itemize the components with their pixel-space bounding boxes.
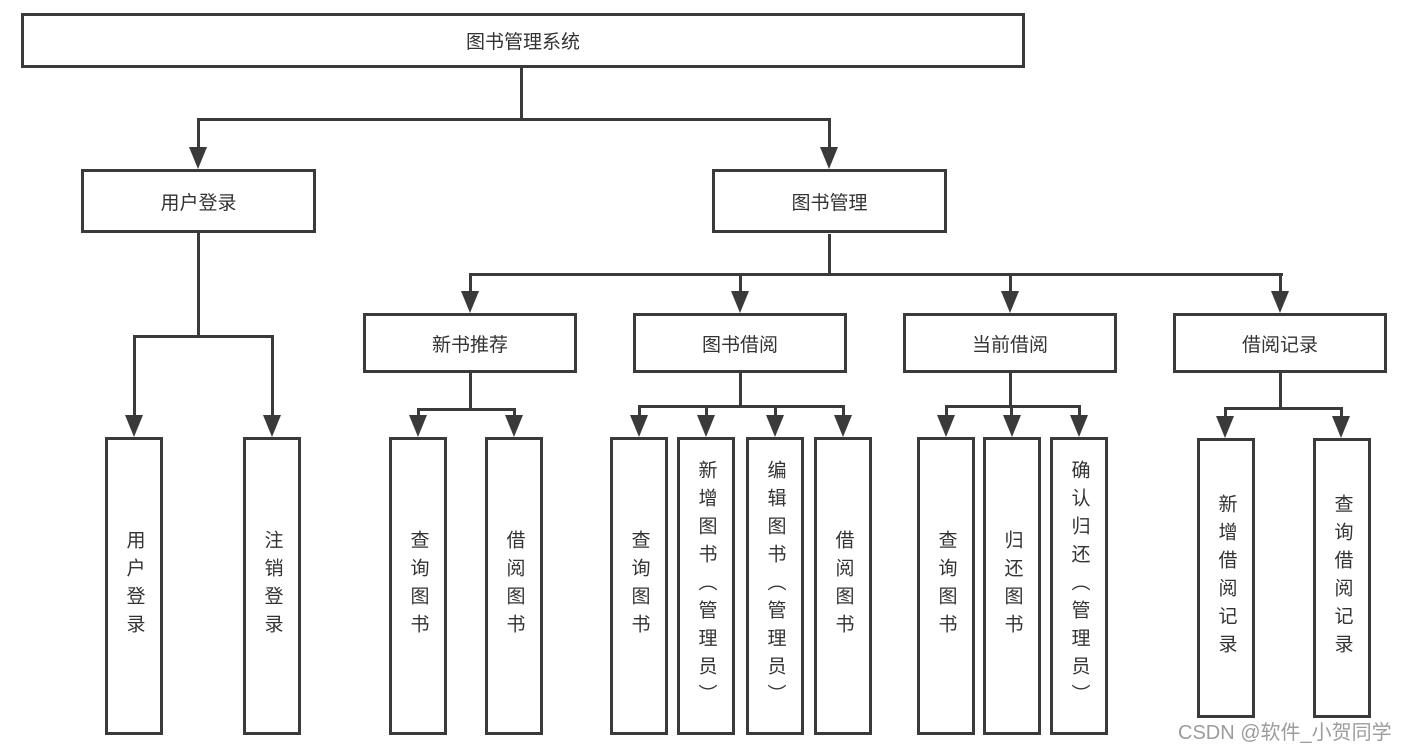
connector-line bbox=[739, 273, 742, 293]
connector-line bbox=[469, 273, 472, 293]
connector-line bbox=[1224, 407, 1227, 418]
watermark-text: CSDN @软件_小贺同学 bbox=[1178, 722, 1392, 744]
leaf-query-books-current: 查询图书 bbox=[917, 437, 975, 735]
node-label: 借阅图书 bbox=[832, 530, 854, 642]
connector-line bbox=[638, 405, 845, 408]
connector-line bbox=[828, 234, 831, 276]
connector-line bbox=[197, 118, 200, 150]
connector-line bbox=[469, 273, 1283, 276]
node-book-borrowing: 图书借阅 bbox=[633, 313, 847, 373]
leaf-borrow-books-borrowing: 借阅图书 bbox=[814, 437, 872, 735]
connector-line bbox=[133, 335, 274, 338]
connector-line bbox=[945, 405, 1081, 408]
arrow-down-icon bbox=[630, 415, 648, 437]
connector-line bbox=[271, 335, 274, 417]
node-current-borrowing: 当前借阅 bbox=[903, 313, 1117, 373]
node-label: 注销登录 bbox=[261, 530, 283, 642]
node-label: 新书推荐 bbox=[431, 334, 508, 356]
node-label: 新增图书（管理员） bbox=[695, 460, 717, 712]
arrow-down-icon bbox=[1216, 416, 1234, 438]
connector-line bbox=[705, 405, 708, 418]
arrow-down-icon bbox=[697, 415, 715, 437]
leaf-query-books-recommend: 查询图书 bbox=[389, 437, 447, 735]
leaf-add-book-admin: 新增图书（管理员） bbox=[677, 437, 735, 735]
connector-line bbox=[417, 408, 516, 411]
connector-line bbox=[1279, 273, 1282, 293]
arrow-down-icon bbox=[1271, 291, 1289, 313]
node-label: 编辑图书（管理员） bbox=[764, 460, 786, 712]
connector-line bbox=[513, 408, 516, 418]
node-label: 借阅记录 bbox=[1241, 334, 1318, 356]
connector-line bbox=[197, 233, 200, 337]
leaf-query-books-borrowing: 查询图书 bbox=[610, 437, 668, 735]
node-label: 新增借阅记录 bbox=[1215, 494, 1237, 662]
node-label: 图书管理 bbox=[791, 192, 868, 214]
connector-line bbox=[1009, 373, 1012, 407]
leaf-confirm-return-admin: 确认归还（管理员） bbox=[1050, 437, 1108, 735]
arrow-down-icon bbox=[189, 147, 207, 169]
connector-line bbox=[828, 118, 831, 150]
leaf-borrow-books-recommend: 借阅图书 bbox=[485, 437, 543, 735]
connector-line bbox=[842, 405, 845, 418]
node-label: 查询借阅记录 bbox=[1331, 494, 1353, 662]
arrow-down-icon bbox=[1001, 291, 1019, 313]
node-label: 图书管理系统 bbox=[465, 32, 580, 53]
arrow-down-icon bbox=[505, 415, 523, 437]
connector-line bbox=[1010, 405, 1013, 418]
connector-line bbox=[638, 405, 641, 418]
connector-line bbox=[774, 405, 777, 418]
node-label: 查询图书 bbox=[407, 530, 429, 642]
connector-line bbox=[1224, 407, 1343, 410]
arrow-down-icon bbox=[461, 291, 479, 313]
connector-line bbox=[1078, 405, 1081, 418]
arrow-down-icon bbox=[1070, 415, 1088, 437]
connector-line bbox=[1340, 407, 1343, 418]
arrow-down-icon bbox=[834, 415, 852, 437]
node-label: 图书借阅 bbox=[701, 334, 778, 356]
arrow-down-icon bbox=[766, 415, 784, 437]
leaf-add-borrow-record: 新增借阅记录 bbox=[1197, 438, 1255, 718]
leaf-user-login: 用户登录 bbox=[105, 437, 163, 735]
node-book-management: 图书管理 bbox=[712, 169, 947, 233]
connector-line bbox=[739, 373, 742, 407]
node-label: 确认归还（管理员） bbox=[1068, 460, 1090, 712]
connector-line bbox=[520, 68, 523, 120]
leaf-edit-book-admin: 编辑图书（管理员） bbox=[746, 437, 804, 735]
arrow-down-icon bbox=[820, 147, 838, 169]
connector-line bbox=[469, 373, 472, 409]
connector-line bbox=[945, 405, 948, 418]
arrow-down-icon bbox=[125, 415, 143, 437]
connector-line bbox=[133, 335, 136, 417]
arrow-down-icon bbox=[731, 291, 749, 313]
node-label: 用户登录 bbox=[160, 192, 237, 214]
connector-line bbox=[197, 118, 831, 121]
arrow-down-icon bbox=[1332, 416, 1350, 438]
leaf-query-borrow-record: 查询借阅记录 bbox=[1313, 438, 1371, 718]
node-user-login: 用户登录 bbox=[81, 169, 316, 233]
arrow-down-icon bbox=[1003, 415, 1021, 437]
leaf-return-books: 归还图书 bbox=[983, 437, 1041, 735]
node-system-root: 图书管理系统 bbox=[21, 13, 1025, 68]
connector-line bbox=[417, 408, 420, 418]
leaf-logout: 注销登录 bbox=[243, 437, 301, 735]
node-label: 借阅图书 bbox=[503, 530, 525, 642]
node-label: 当前借阅 bbox=[971, 334, 1048, 356]
arrow-down-icon bbox=[263, 415, 281, 437]
connector-line bbox=[1009, 273, 1012, 293]
connector-line bbox=[1279, 373, 1282, 409]
node-new-book-recommend: 新书推荐 bbox=[363, 313, 577, 373]
arrow-down-icon bbox=[409, 415, 427, 437]
node-label: 查询图书 bbox=[628, 530, 650, 642]
node-label: 用户登录 bbox=[123, 530, 145, 642]
node-borrowing-records: 借阅记录 bbox=[1173, 313, 1387, 373]
node-label: 查询图书 bbox=[935, 530, 957, 642]
node-label: 归还图书 bbox=[1001, 530, 1023, 642]
arrow-down-icon bbox=[937, 415, 955, 437]
